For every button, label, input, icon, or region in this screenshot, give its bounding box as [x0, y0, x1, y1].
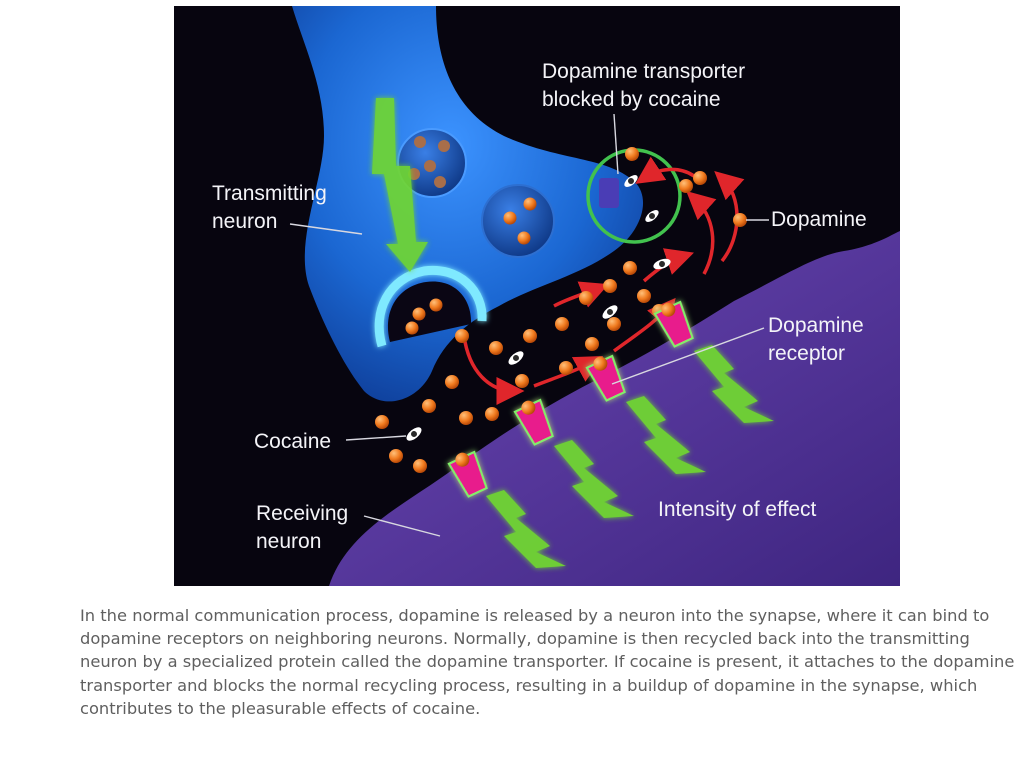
- vesicle-top: [397, 128, 467, 198]
- dopamine-receptors: [447, 300, 694, 498]
- vesicle-middle: [481, 184, 555, 258]
- figure-caption: In the normal communication process, dop…: [80, 606, 1015, 718]
- signal-bolt-icon: [372, 98, 428, 272]
- label-intensity-of-effect: Intensity of effect: [658, 498, 817, 521]
- receiving-neuron-shape: [329, 231, 900, 586]
- label-transmitting-neuron: Transmitting neuron: [212, 182, 333, 233]
- label-dopamine-transporter: Dopamine transporter blocked by cocaine: [542, 60, 751, 111]
- vesicle-fusing: [374, 265, 487, 348]
- cocaine-molecules: [406, 258, 671, 441]
- label-pointer-lines: [289, 113, 769, 537]
- dopamine-molecules: [375, 147, 747, 473]
- label-cocaine: Cocaine: [254, 430, 331, 453]
- label-dopamine-receptor: Dopamine receptor: [768, 314, 870, 365]
- label-dopamine: Dopamine: [771, 208, 867, 231]
- effect-bolts-icon: [486, 345, 774, 568]
- label-receiving-neuron: Receiving neuron: [256, 502, 354, 553]
- synapse-diagram: Transmitting neuron Dopamine transporter…: [174, 6, 900, 586]
